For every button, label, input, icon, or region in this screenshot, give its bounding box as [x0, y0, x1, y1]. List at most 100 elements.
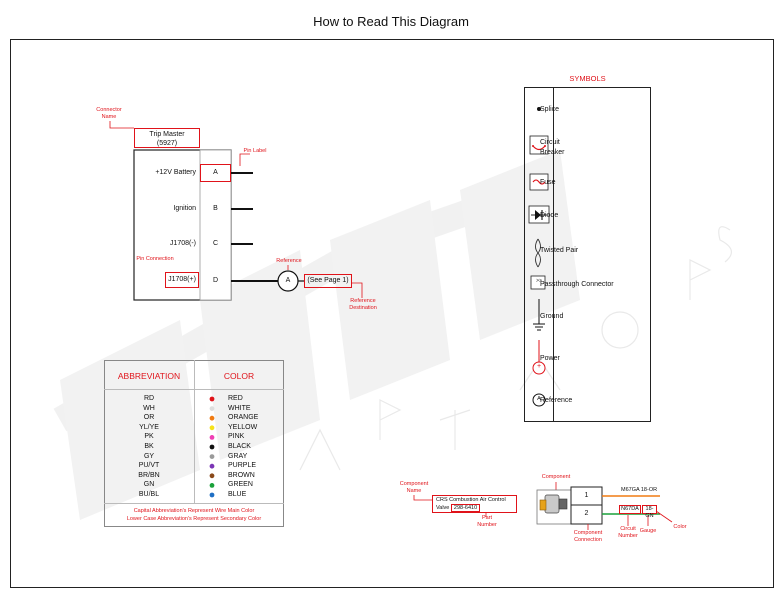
- swatch-orange: [209, 415, 215, 421]
- fuse-icon: [529, 173, 549, 191]
- pin-letter-d: D: [212, 277, 219, 284]
- component-name-2: Valve 298-6410: [436, 504, 516, 512]
- abbreviation-list: RD WH OR YL/YE PK BK GY PU/VT BR/BN GN B…: [104, 394, 194, 500]
- abbr-pu: PU/VT: [138, 462, 160, 470]
- symbol-label-fuse: Fuse: [540, 179, 556, 186]
- wire-1-label: M67GA 18-OR: [621, 487, 658, 493]
- color-yellow: YELLOW: [228, 423, 258, 431]
- passthrough-connector-icon: [530, 275, 546, 290]
- reference-destination-text: (See Page 1): [304, 274, 352, 288]
- part-number-annotation: Part Number: [477, 515, 497, 528]
- reference-icon: [532, 393, 546, 407]
- component-connection-annotation: Component Connection: [573, 530, 603, 543]
- diagram-frame: [10, 39, 774, 588]
- symbol-label-reference: Reference: [540, 397, 573, 404]
- abbr-br: BR/BN: [138, 471, 160, 479]
- color-pink: PINK: [228, 433, 245, 441]
- connector-name-annotation: Connector Name: [96, 107, 122, 120]
- color-swatch-column: [209, 396, 215, 498]
- color-orange: ORANGE: [228, 414, 259, 422]
- symbol-label-passthrough: Passthrough Connector: [540, 281, 614, 288]
- connector-name-box: Trip Master (5927): [134, 128, 200, 148]
- power-icon: [532, 340, 546, 375]
- abbr-pk: PK: [144, 433, 154, 441]
- swatch-green: [209, 483, 215, 488]
- color-green: GREEN: [228, 481, 253, 489]
- symbols-icons: [528, 107, 550, 407]
- circuit-number-annotation: Circuit Number: [618, 526, 638, 539]
- swatch-black: [209, 444, 215, 450]
- symbols-heading: SYMBOLS: [569, 74, 606, 83]
- symbol-label-twisted-pair: Twisted Pair: [540, 247, 579, 254]
- color-blue: BLUE: [228, 490, 247, 498]
- footer-secondary-color: Lower Case Abbreviation's Represent Seco…: [126, 515, 262, 522]
- reference-annotation: Reference: [276, 258, 302, 264]
- pin-letter-a: A: [213, 169, 218, 176]
- ground-icon: [533, 299, 545, 331]
- abbr-wh: WH: [143, 404, 155, 412]
- color-annotation: Color: [673, 524, 687, 530]
- page-title: How to Read This Diagram: [313, 14, 469, 29]
- color-black: BLACK: [228, 442, 251, 450]
- swatch-blue: [209, 492, 215, 498]
- component-annotation: Component: [541, 474, 571, 480]
- component-pin-2: 2: [584, 510, 589, 517]
- swatch-pink: [209, 435, 215, 440]
- symbols-divider: [553, 87, 554, 422]
- abbr-gy: GY: [143, 452, 155, 460]
- footer-main-color: Capital Abbreviation's Represent Wire Ma…: [133, 508, 255, 514]
- diode-icon: [528, 205, 550, 224]
- symbol-label-diode: Diode: [540, 212, 559, 219]
- pin-label-highlight: [200, 164, 231, 182]
- pin-letter-c: C: [212, 240, 219, 247]
- pin-letter-b: B: [213, 205, 218, 212]
- abbr-rd: RD: [143, 395, 155, 402]
- abbreviation-header: ABBREVIATION: [117, 371, 181, 381]
- gauge-annotation: Gauge: [639, 528, 657, 534]
- symbol-label-ground: Ground: [540, 313, 564, 320]
- part-number: 298-6410: [450, 504, 481, 512]
- splice-icon: [537, 107, 541, 111]
- color-purple: PURPLE: [228, 462, 257, 470]
- abbr-yl: YL/YE: [139, 423, 159, 431]
- swatch-gray: [209, 454, 215, 459]
- pin-connection-annotation: Pin Connection: [136, 256, 174, 262]
- symbols-panel: [524, 87, 651, 422]
- table-column-rule: [194, 360, 195, 503]
- pin-signal-a: +12V Battery: [155, 169, 196, 176]
- reference-letter: A: [285, 277, 291, 284]
- abbr-bk: BK: [144, 442, 154, 450]
- symbol-label-circuit-breaker: Circuit Breaker: [540, 139, 565, 156]
- wire-2-circuit: N67DA: [619, 505, 641, 514]
- swatch-white: [209, 406, 215, 411]
- twisted-pair-icon: [535, 238, 541, 268]
- abbr-gn: GN: [143, 481, 155, 489]
- swatch-brown: [209, 473, 215, 479]
- color-header: COLOR: [223, 371, 255, 381]
- connector-name: Trip Master: [149, 131, 185, 138]
- symbol-label-splice: Splice: [540, 106, 560, 113]
- connector-number: (5927): [156, 140, 178, 147]
- color-gray: GRAY: [228, 452, 248, 460]
- abbr-or: OR: [143, 414, 155, 422]
- component-name-box: CRS Combustion Air Control Valve 298-641…: [432, 495, 517, 513]
- reference-destination-annotation: Reference Destination: [349, 298, 377, 311]
- pin-signal-d: J1708(+): [165, 272, 199, 288]
- swatch-yellow: [209, 425, 215, 431]
- abbr-bu: BU/BL: [138, 490, 160, 498]
- color-name-list: RED WHITE ORANGE YELLOW PINK BLACK GRAY …: [228, 394, 284, 500]
- component-name: CRS Combustion Air Control: [436, 497, 506, 503]
- color-brown: BROWN: [228, 471, 255, 479]
- table-footer-rule: [104, 503, 284, 504]
- pin-signal-c: J1708(-): [169, 240, 196, 247]
- wire-2-gauge: 18-GN: [642, 505, 657, 519]
- power-glyph: +: [536, 363, 542, 370]
- component-pin-1: 1: [584, 492, 589, 499]
- circuit-breaker-icon: [529, 135, 549, 155]
- pin-label-annotation: Pin Label: [243, 148, 267, 154]
- passthrough-glyph: >>: [536, 278, 542, 284]
- table-footer: Capital Abbreviation's Represent Wire Ma…: [104, 508, 284, 523]
